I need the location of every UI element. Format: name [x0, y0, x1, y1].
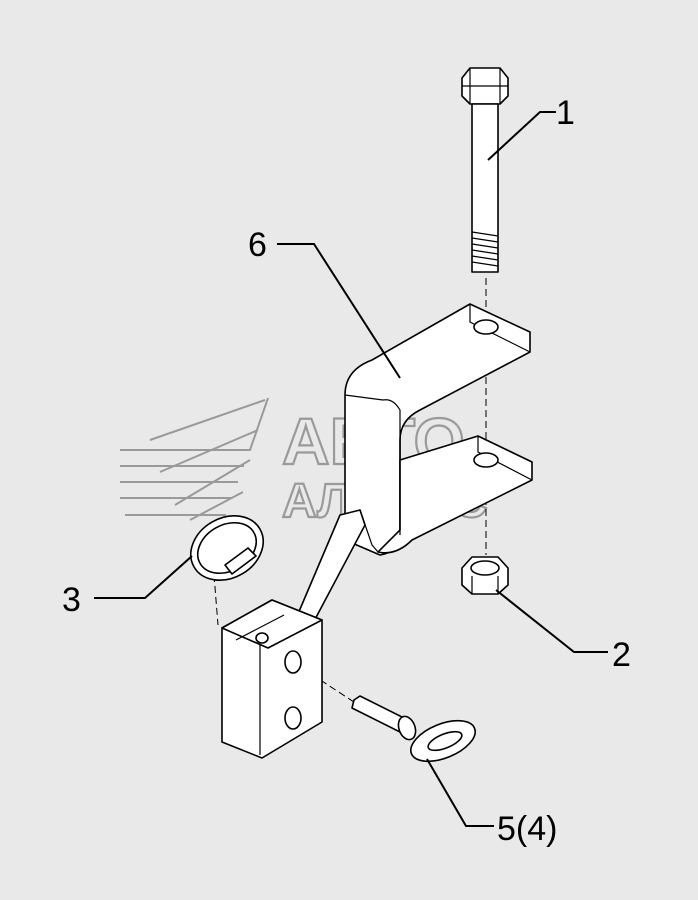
clevis-block: [221, 599, 323, 759]
leader-5: [426, 758, 494, 827]
callout-1: 1: [556, 94, 575, 132]
callout-2: 2: [612, 636, 631, 674]
callout-5-4: 5(4): [497, 810, 557, 848]
watermark-emblem: [120, 397, 269, 521]
leader-2: [495, 589, 608, 653]
leader-3: [94, 555, 193, 599]
bolt-thread: [471, 231, 499, 267]
spring-clip-part-3: [190, 515, 264, 581]
leader-lines: [94, 111, 608, 827]
pin-part-5: [351, 695, 476, 763]
hex-nut-part-2: [461, 556, 509, 595]
callout-6: 6: [248, 226, 267, 264]
clip-axis: [213, 574, 219, 626]
leader-1: [487, 111, 556, 161]
leader-6: [277, 243, 401, 379]
hex-bolt-part-1: [461, 67, 509, 273]
c-bracket-part-6: [291, 303, 533, 629]
callout-3: 3: [62, 581, 81, 619]
callout-labels: 1 2 3 5(4) 6: [62, 94, 631, 848]
